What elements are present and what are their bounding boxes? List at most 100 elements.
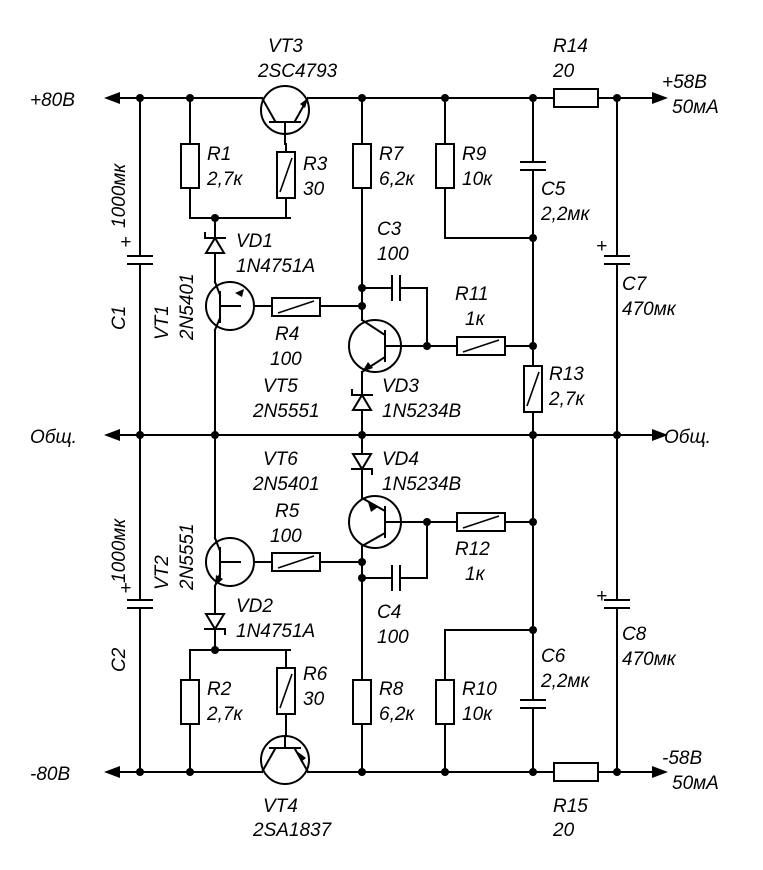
- label-c5-value: 2,2мк: [540, 204, 590, 225]
- label-pos-in: +80В: [30, 90, 75, 111]
- resistor-r10: [435, 629, 534, 773]
- resistor-r3: [276, 143, 296, 219]
- resistor-r8: [352, 679, 372, 773]
- label-c5-ref: C5: [541, 179, 566, 200]
- label-c1-ref: C1: [109, 306, 130, 330]
- label-r6-ref: R6: [303, 664, 328, 685]
- capacitor-c1: [127, 97, 153, 436]
- resistor-r14: [553, 88, 599, 108]
- label-pos-out-current: 50мА: [672, 97, 719, 118]
- resistor-r9: [435, 97, 534, 239]
- resistor-r5: [271, 552, 363, 572]
- transistor-vt3: [260, 85, 310, 145]
- label-vt3-ref: VT3: [268, 36, 303, 57]
- label-vt3-part: 2SC4793: [257, 61, 338, 82]
- label-r1-value: 2,7к: [206, 169, 243, 190]
- label-pos-out: +58В: [662, 72, 707, 93]
- label-r11-value: 1к: [465, 309, 486, 330]
- label-c2-ref: C2: [109, 647, 130, 672]
- label-c4-value: 100: [377, 627, 409, 648]
- label-neg-out: -58В: [662, 748, 702, 769]
- label-r14-value: 20: [552, 61, 575, 82]
- label-r3-value: 30: [303, 179, 325, 200]
- label-vd2-part: 1N4751A: [236, 621, 315, 642]
- label-c8-ref: C8: [622, 624, 647, 645]
- label-c2-plus: +: [120, 578, 131, 599]
- arrow-common-right: [652, 429, 668, 441]
- rail-arrows: [104, 92, 668, 778]
- arrow-pos-in: [104, 92, 120, 104]
- label-r15-ref: R15: [553, 796, 588, 817]
- label-vt5-part: 2N5551: [252, 401, 320, 422]
- label-vt2-part: 2N5551: [177, 523, 198, 591]
- label-r2-value: 2,7к: [206, 704, 243, 725]
- label-common-left: Общ.: [30, 427, 77, 448]
- label-vd1-ref: VD1: [236, 231, 273, 252]
- label-r9-value: 10к: [462, 169, 493, 190]
- label-r15-value: 20: [552, 820, 575, 841]
- label-c8-plus: +: [596, 586, 607, 607]
- label-c6-value: 2,2мк: [540, 671, 590, 692]
- label-c8-value: 470мк: [622, 649, 677, 670]
- label-vd2-ref: VD2: [236, 596, 273, 617]
- label-c6-ref: C6: [541, 646, 566, 667]
- transistor-vt1: [205, 280, 273, 436]
- label-c1-value: 1000мк: [109, 163, 130, 228]
- label-r12-value: 1к: [465, 564, 486, 585]
- label-vt4-part: 2SA1837: [252, 820, 333, 841]
- label-r4-value: 100: [270, 349, 302, 370]
- label-r5-value: 100: [270, 526, 302, 547]
- labels: +80В Общ. -80В +58В 50мА Общ. -58В 50мА …: [30, 36, 719, 841]
- capacitor-c7: [604, 97, 630, 436]
- label-r3-ref: R3: [303, 154, 328, 175]
- label-r8-value: 6,2к: [379, 704, 415, 725]
- zener-vd4: [351, 434, 373, 499]
- label-vd3-ref: VD3: [382, 376, 419, 397]
- label-vt5-ref: VT5: [263, 376, 298, 397]
- resistor-r2: [180, 649, 291, 773]
- label-r6-value: 30: [303, 689, 325, 710]
- zener-vd1: [204, 217, 226, 283]
- zener-vd2: [204, 585, 226, 651]
- label-vt2-ref: VT2: [152, 555, 173, 590]
- capacitor-c2: [127, 434, 153, 773]
- label-r10-value: 10к: [462, 704, 493, 725]
- label-r12-ref: R12: [455, 539, 490, 560]
- label-vt6-part: 2N5401: [252, 474, 320, 495]
- label-r13-value: 2,7к: [548, 389, 585, 410]
- label-r4-ref: R4: [275, 324, 299, 345]
- label-vt6-ref: VT6: [263, 449, 298, 470]
- label-c4-ref: C4: [377, 602, 401, 623]
- label-neg-in: -80В: [30, 764, 70, 785]
- label-vd3-part: 1N5234B: [382, 401, 462, 422]
- arrow-pos-out: [652, 92, 668, 104]
- transistor-vt2: [205, 434, 273, 588]
- resistor-r7: [352, 97, 372, 321]
- transistor-vt4: [260, 735, 310, 785]
- label-r2-ref: R2: [207, 679, 232, 700]
- capacitor-c4: [361, 521, 428, 591]
- label-r1-ref: R1: [207, 144, 231, 165]
- capacitor-c5: [520, 97, 546, 367]
- label-r9-ref: R9: [462, 144, 487, 165]
- arrow-neg-in: [104, 766, 120, 778]
- transistor-vt6: [348, 495, 458, 681]
- label-c2-value: 1000мк: [109, 518, 130, 583]
- zener-vd3: [351, 389, 373, 411]
- capacitor-c8: [604, 434, 630, 773]
- label-vt1-part: 2N5401: [177, 273, 198, 341]
- label-vd4-ref: VD4: [382, 449, 419, 470]
- label-vt1-ref: VT1: [152, 305, 173, 340]
- junction-dots: [136, 94, 621, 776]
- label-c1-plus: +: [120, 232, 131, 253]
- label-neg-out-current: 50мА: [672, 773, 719, 794]
- resistor-r1: [180, 97, 291, 219]
- label-c7-value: 470мк: [622, 299, 677, 320]
- label-r7-value: 6,2к: [379, 169, 415, 190]
- label-vt4-ref: VT4: [263, 796, 298, 817]
- resistor-r13: [523, 365, 543, 436]
- label-c3-value: 100: [377, 244, 409, 265]
- transistor-vt5: [348, 318, 458, 436]
- resistor-r15: [553, 762, 599, 782]
